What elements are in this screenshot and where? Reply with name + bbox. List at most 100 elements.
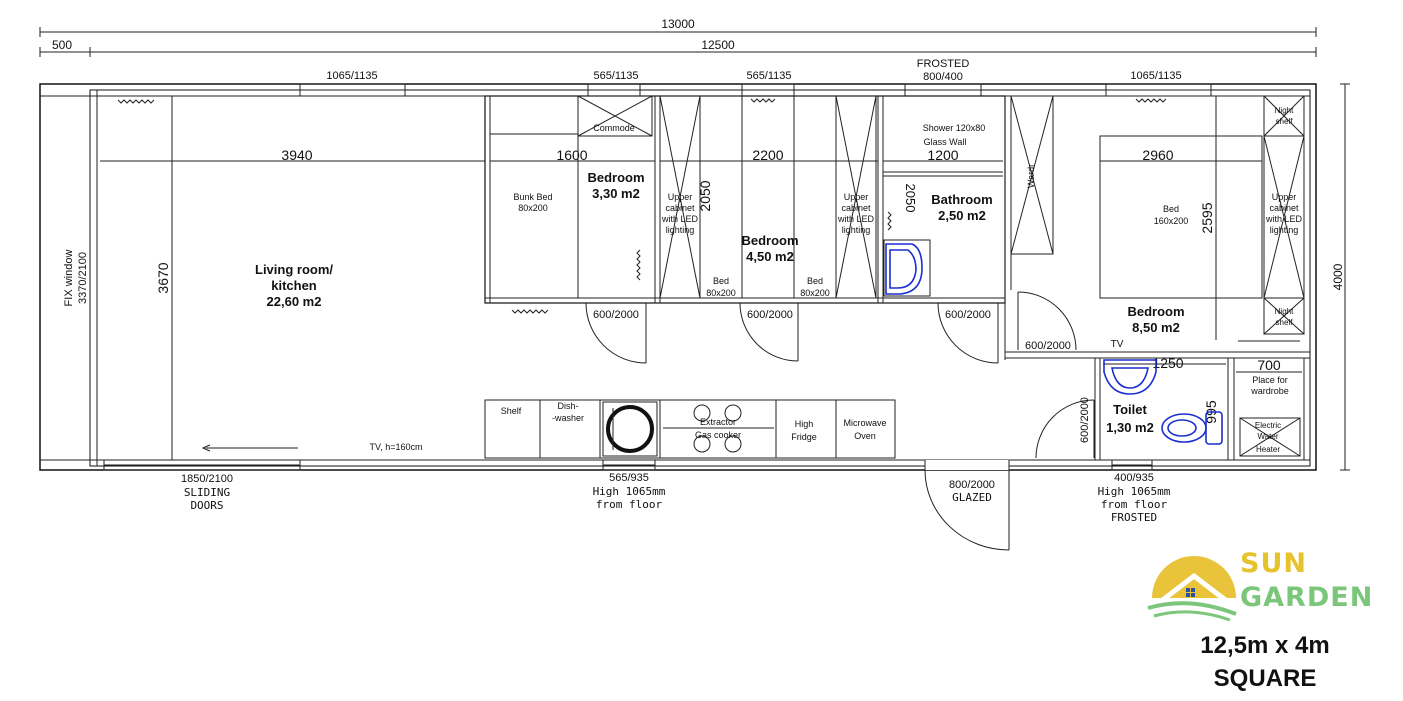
place-wardrobe-l2: wardrobe xyxy=(1250,386,1289,396)
tv-label: TV xyxy=(1111,339,1124,350)
night-shelf-1-l1: Night xyxy=(1275,106,1294,115)
bedroom-2: 2200 Upper cabinet with LED lighting 205… xyxy=(659,95,878,362)
door-label-1: 600/2000 xyxy=(593,309,639,321)
sliding-label-2: DOORS xyxy=(190,499,223,512)
brand-word-sun: SUN xyxy=(1240,548,1307,579)
master-bedroom-name: Bedroom xyxy=(1127,304,1184,319)
microwave-l1: Microwave xyxy=(843,418,886,428)
entrance-door: 800/2000 GLAZED xyxy=(924,460,1010,551)
master-bedroom-area: 8,50 m2 xyxy=(1132,320,1180,335)
dim-shower-height: 2050 xyxy=(903,184,918,213)
shower-label-2: Glass Wall xyxy=(924,137,967,147)
house-roof-icon xyxy=(1158,572,1230,604)
upper-cabinet-2-l1: Upper xyxy=(844,192,869,202)
dim-bedroom1-width: 1600 xyxy=(556,147,587,163)
upper-cabinet-1-l4: lighting xyxy=(666,225,695,235)
night-shelf-2-l1: Night xyxy=(1275,307,1294,316)
kitchen-window-note-2: from floor xyxy=(596,498,663,511)
toilet-window-size: 400/935 xyxy=(1114,472,1154,484)
dim-body-length: 12500 xyxy=(701,38,735,52)
water-heater-l2: Water xyxy=(1257,432,1278,441)
toilet-room: 1250 995 Toilet 1,30 m2 600/2000 xyxy=(1035,355,1229,461)
upper-cabinet-2-l2: cabinet xyxy=(841,203,871,213)
size-caption-line-2: SQUARE xyxy=(1213,665,1317,692)
water-heater-l3: Heater xyxy=(1256,445,1280,454)
window-label-5: 1065/1135 xyxy=(1130,70,1181,82)
top-windows: 1065/1135 565/1135 565/1135 FROSTED 800/… xyxy=(299,58,1212,97)
fix-window: FIX window 3370/2100 xyxy=(40,95,90,307)
utility-corner: 700 Place for wardrobe Electric Water He… xyxy=(1233,357,1305,461)
dim-bedroom2-width: 2200 xyxy=(752,147,783,163)
bedroom1-area: 3,30 m2 xyxy=(592,186,640,201)
kitchen-counter: Shelf Dish- -washer Extractor Gas cooker… xyxy=(484,399,896,459)
dim-cabinet-height: 2050 xyxy=(697,180,713,211)
size-caption-line-1: 12,5m x 4m xyxy=(1200,632,1330,659)
overall-dimensions: 13000 500 12500 4000 xyxy=(39,17,1350,471)
entrance-note: GLAZED xyxy=(952,491,992,504)
living-room-area: 22,60 m2 xyxy=(267,294,322,309)
sun-garden-logo xyxy=(1147,556,1237,622)
extractor-l2: Gas cooker xyxy=(695,430,741,440)
kitchen-window-size: 565/935 xyxy=(609,472,649,484)
upper-cabinet-3-l4: lighting xyxy=(1270,225,1299,235)
dim-overhang: 500 xyxy=(52,38,72,52)
upper-cabinet-3-l2: cabinet xyxy=(1269,203,1299,213)
toilet-window-note-3: FROSTED xyxy=(1111,511,1157,524)
window-label-2: 565/1135 xyxy=(593,70,638,82)
dim-total-length: 13000 xyxy=(661,17,695,31)
fix-window-size: 3370/2100 xyxy=(77,252,89,304)
living-room: 3940 3670 Living room/ kitchen 22,60 m2 … xyxy=(100,96,485,460)
master-bedroom: Wardr 2960 Bed 160x200 2595 Night shelf … xyxy=(1004,95,1310,360)
toilet-name: Toilet xyxy=(1113,402,1147,417)
sliding-size: 1850/2100 xyxy=(181,473,233,485)
bottom-windows: 565/935 High 1065mm from floor 400/935 H… xyxy=(593,459,1171,524)
commode-label: Commode xyxy=(593,123,635,133)
fix-window-label: FIX window xyxy=(63,250,75,307)
microwave-l2: Oven xyxy=(854,431,876,441)
bedroom-1: 1600 Commode Bunk Bed 80x200 Bedroom 3,3… xyxy=(489,95,655,364)
dim-height-overall: 4000 xyxy=(1331,263,1345,290)
window-frosted-label: FROSTED xyxy=(917,58,970,70)
upper-cabinet-1-l2: cabinet xyxy=(665,203,695,213)
dim-wardrobe-width: 700 xyxy=(1257,357,1281,373)
door-label-2: 600/2000 xyxy=(747,309,793,321)
shelf-label: Shelf xyxy=(501,406,522,416)
door-label-4: 600/2000 xyxy=(1025,340,1071,352)
bedroom2-area: 4,50 m2 xyxy=(746,249,794,264)
night-shelf-1-l2: shelf xyxy=(1276,117,1294,126)
window-label-4: 800/400 xyxy=(923,71,963,83)
door-label-3: 600/2000 xyxy=(945,309,991,321)
wardrobe-vertical-label: Wardr xyxy=(1026,164,1036,188)
bed-large-l2: 160x200 xyxy=(1154,216,1189,226)
shower-label-1: Shower 120x80 xyxy=(923,123,986,133)
dishwasher-l1: Dish- xyxy=(557,401,578,411)
door-label-5: 600/2000 xyxy=(1079,397,1091,443)
bathroom-name: Bathroom xyxy=(931,192,992,207)
bunk-bed-label-1: Bunk Bed xyxy=(513,192,552,202)
dim-living-width: 3940 xyxy=(281,147,312,163)
brand-word-garden: GARDEN xyxy=(1240,582,1374,613)
upper-cabinet-2-l3: with LED xyxy=(837,214,875,224)
living-room-name-2: kitchen xyxy=(271,278,317,293)
upper-cabinet-1-l1: Upper xyxy=(668,192,693,202)
bed-small-1-l2: 80x200 xyxy=(706,288,736,298)
bathroom-area: 2,50 m2 xyxy=(938,208,986,223)
dim-master-width: 2960 xyxy=(1142,147,1173,163)
night-shelf-2-l2: shelf xyxy=(1276,318,1294,327)
living-room-name-1: Living room/ xyxy=(255,262,333,277)
fridge-l2: Fridge xyxy=(791,432,817,442)
fridge-l1: High xyxy=(795,419,814,429)
window-label-3: 565/1135 xyxy=(746,70,791,82)
bedroom1-name: Bedroom xyxy=(587,170,644,185)
sliding-label-1: SLIDING xyxy=(184,486,230,499)
bed-small-1-l1: Bed xyxy=(713,276,729,286)
water-heater-l1: Electric xyxy=(1255,421,1281,430)
dim-toilet-width: 1250 xyxy=(1152,355,1183,371)
sliding-doors: 1850/2100 SLIDING DOORS xyxy=(103,459,301,512)
bed-large-l1: Bed xyxy=(1163,204,1179,214)
upper-cabinet-1-l3: with LED xyxy=(661,214,699,224)
upper-cabinet-2-l4: lighting xyxy=(842,225,871,235)
bed-small-2-l1: Bed xyxy=(807,276,823,286)
kitchen-window-note-1: High 1065mm xyxy=(593,485,666,498)
place-wardrobe-l1: Place for xyxy=(1252,375,1288,385)
